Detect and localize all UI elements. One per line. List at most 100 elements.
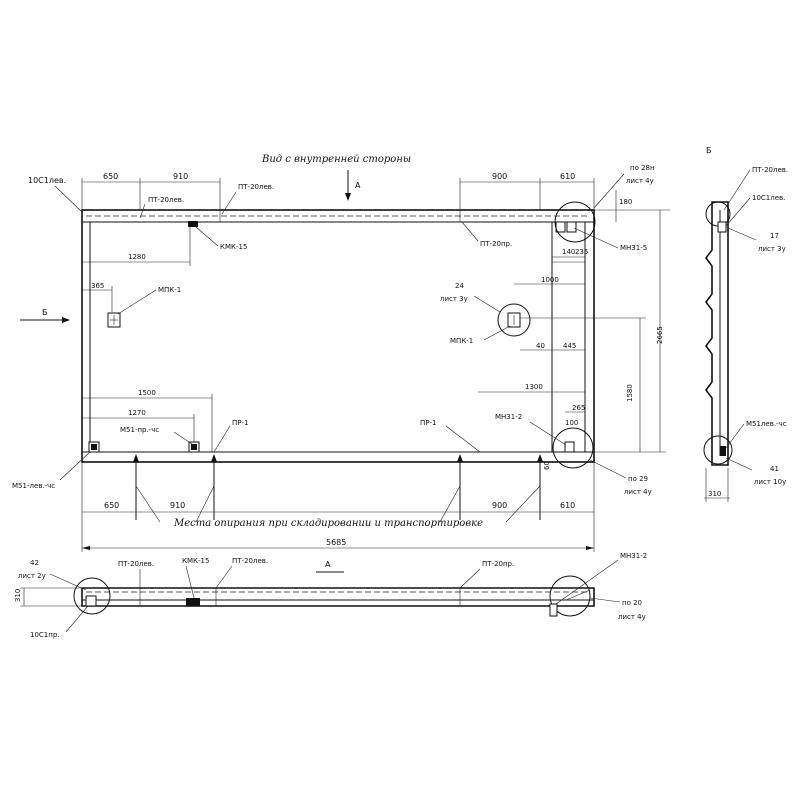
dim-2665: 2665 [656,326,664,344]
dim-1580: 1580 [626,384,634,402]
top-dim-910: 910 [173,172,188,181]
label-kmk15: КМК-15 [220,243,247,251]
m51-right-plate-core [191,444,197,450]
detail-circle-28n [554,201,596,243]
section-a-kmk15 [186,598,200,606]
caption-leader-1 [135,485,161,523]
leader-sb-m51-lev [725,423,745,449]
section-a-c10-plate [85,595,97,607]
section-b-c10-plate [717,221,727,233]
support-arrow-4 [537,454,543,462]
support-arrow-3 [457,454,463,462]
label-pr1-a: ПР-1 [232,419,248,427]
support-caption: Места опирания при складировании и транс… [173,518,483,529]
dim-100: 100 [565,419,578,427]
leader-sa-pt20-lev-b [215,565,233,589]
top-dim-900: 900 [492,172,507,181]
dim-1270: 1270 [128,409,146,417]
leader-sb-41 [725,457,753,471]
section-b-profile [703,201,733,466]
section-b-m51-plate [720,446,726,456]
bottom-dim-900: 900 [492,501,507,510]
panel-outline [81,209,595,463]
top-dim-610: 610 [560,172,575,181]
top-dim-650: 650 [103,172,118,181]
label-sb-sheet10u: лист 10у [754,478,786,486]
label-sb-10c1-lev: 10С1лев. [752,194,785,202]
support-arrow-1 [133,454,139,462]
dim-180: 180 [619,198,632,206]
label-sb-pt20-lev: ПТ-20лев. [752,166,788,174]
label-sb-41: 41 [770,465,779,473]
label-po28n: по 28н [630,164,655,172]
dim-365: 365 [91,282,104,290]
section-b-detail-bottom [703,435,733,465]
dim-310-b: 310 [708,490,721,498]
label-sb-m51-lev: М51лев.-чс [746,420,787,428]
leader-sa-mn31-2 [555,559,619,605]
label-mpk1-b: МПК-1 [450,337,473,345]
caption-leader-3 [439,485,461,523]
label-sa-pt20-lev-b: ПТ-20лев. [232,557,268,565]
section-a-mn31-plate [549,603,558,617]
leader-po29 [589,459,627,479]
section-b-arrowhead [62,317,70,323]
label-sheet4u-b: лист 4у [624,488,652,496]
dim-140: 140 [562,248,575,256]
bottom-dim-650: 650 [104,501,119,510]
label-po20: по 20 [622,599,642,607]
label-sa-sheet4u: лист 4у [618,613,646,621]
label-sa-pt20-pr: ПТ-20пр. [482,560,514,568]
leader-kmk15 [195,226,219,247]
section-b-outline [705,201,729,466]
leader-m51-pr [173,431,193,445]
label-pt20-lev-a: ПТ-20лев. [148,196,184,204]
section-b-mark-left: Б [42,308,48,317]
label-sa-pt20-lev-a: ПТ-20лев. [118,560,154,568]
leader-sa-kmk15 [185,565,195,599]
label-po29: по 29 [628,475,648,483]
section-a-mark-top: А [355,181,361,190]
label-m51-pr: М51-пр.-чс [120,426,159,434]
dim-235: 235 [575,248,588,256]
section-a-hatch [565,589,591,601]
leader-mpk1-a [117,289,157,315]
view-title: Вид с внутренней стороны [261,154,411,165]
leader-10c1-lev [54,185,83,213]
m51-left-plate-core [91,444,97,450]
leader-m51-lev [59,451,91,481]
label-42: 42 [30,559,39,567]
dim-60: 60 [543,461,551,470]
section-a-mark-bottom: А [325,560,331,569]
leader-42 [49,573,87,591]
dim-1300: 1300 [525,383,543,391]
label-24: 24 [455,282,464,290]
leader-pt20-lev-a [139,203,146,219]
section-b-mark-right: Б [706,146,712,155]
leader-24 [473,295,501,313]
label-sb-17: 17 [770,232,779,240]
total-dim-arrow-right [586,546,594,550]
section-a-detail-right [549,575,591,617]
leader-pt20-lev-b [221,191,237,215]
label-mn31-5: МН31-5 [620,244,647,252]
leader-pr1-a [213,425,231,453]
leader-mpk1-b [483,325,511,341]
support-arrow-2 [211,454,217,462]
caption-leader-2 [195,485,215,523]
label-sa-10c1-pr: 10С1пр. [30,631,60,639]
label-sb-sheet3u: лист 3у [758,245,786,253]
label-sa-mn31-2: МН31-2 [620,552,647,560]
bottom-dim-610: 610 [560,501,575,510]
section-a-outline [81,587,595,607]
detail-circle-24 [497,303,531,337]
main-panel [81,209,595,463]
label-pt20-lev-b: ПТ-20лев. [238,183,274,191]
label-m51-lev: М51-лев.-чс [12,482,55,490]
leader-pt20-pr [461,221,479,242]
label-pr1-b: ПР-1 [420,419,436,427]
leader-po20 [589,597,621,603]
mn31-2-plate [564,441,575,453]
